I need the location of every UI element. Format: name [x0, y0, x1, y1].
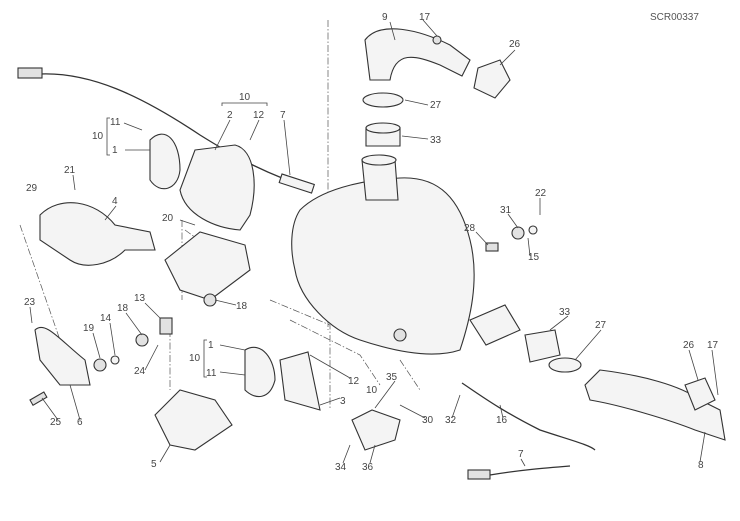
callout: 12: [253, 110, 265, 121]
mount-plate: [159, 317, 173, 335]
callout: 32: [445, 415, 457, 426]
callout: 1: [208, 340, 214, 351]
callout: 6: [77, 417, 83, 428]
cable-16: [461, 382, 596, 451]
callout: 9: [382, 12, 388, 23]
clamp: [362, 92, 404, 108]
callout: 10: [366, 385, 378, 396]
callout: 18: [117, 303, 129, 314]
callout: 26: [509, 39, 521, 50]
heat-shield-4: [39, 202, 156, 266]
clip: [485, 242, 499, 252]
callout: 28: [464, 223, 476, 234]
callout: 23: [24, 297, 36, 308]
inlet-opening: [361, 154, 397, 166]
grommet: [511, 226, 525, 240]
exhaust-pipe-upper: [364, 28, 471, 81]
callout: 11: [206, 368, 217, 379]
bracket-10-top: [221, 102, 268, 106]
heat-shield-6: [34, 326, 91, 386]
callout: 2: [227, 110, 233, 121]
sensor-connector: [17, 67, 43, 79]
callout: 31: [500, 205, 512, 216]
callout: 1: [112, 145, 118, 156]
silencer-body: [291, 177, 475, 355]
heat-shield-3: [279, 351, 321, 411]
oxygen-sensor: [278, 173, 316, 194]
callout: 22: [535, 188, 547, 199]
bracket: [164, 231, 251, 301]
heat-shield-5: [154, 389, 233, 451]
callout: 33: [430, 135, 442, 146]
callout: 21: [64, 165, 76, 176]
callout: 5: [151, 459, 157, 470]
drawing-code: SCR00337: [650, 12, 699, 23]
silencer-outlet: [469, 304, 521, 346]
callout: 3: [340, 396, 346, 407]
callout: 7: [518, 449, 524, 460]
screw: [29, 391, 48, 406]
sensor-connector: [467, 469, 491, 480]
callout: 10: [239, 92, 251, 103]
bracket-10-left: [106, 117, 110, 156]
spacer: [110, 355, 120, 365]
callout: 15: [528, 252, 540, 263]
callout: 18: [236, 301, 248, 312]
callout: 34: [335, 462, 347, 473]
oxygen-sensor-cable: [39, 73, 283, 179]
callout: 24: [134, 366, 146, 377]
grommet: [203, 293, 217, 307]
oxygen-sensor-cable-lower: [489, 465, 571, 476]
valve-actuator: [393, 328, 407, 342]
callout: 11: [110, 117, 121, 128]
bracket-10-lower: [203, 339, 207, 378]
callout: 8: [698, 460, 704, 471]
callout: 25: [50, 417, 62, 428]
callout: 30: [422, 415, 434, 426]
callout: 19: [83, 323, 95, 334]
callout: 16: [496, 415, 508, 426]
callout: 12: [348, 376, 360, 387]
callouts: 9 17 26 27 33 10 2 12 7 11 10 1 21 29 4 …: [24, 12, 719, 473]
callout: 26: [683, 340, 695, 351]
leader-lines: [29, 19, 719, 467]
callout: 29: [26, 183, 38, 194]
clamp-lower: [548, 357, 582, 373]
callout: 27: [595, 320, 607, 331]
nut: [432, 35, 442, 45]
silencer-inlet: [361, 159, 399, 201]
exhaust-pipe-lower: [584, 369, 726, 441]
callout: 14: [100, 313, 112, 324]
heat-shield-2: [179, 144, 255, 231]
heat-shield-1-lower: [244, 347, 276, 398]
callout: 10: [92, 131, 104, 142]
grommet: [93, 358, 107, 372]
heat-shield-36: [351, 409, 401, 451]
callout: 13: [134, 293, 146, 304]
callout: 10: [189, 353, 201, 364]
callout: 27: [430, 100, 442, 111]
callout: 36: [362, 462, 374, 473]
callout: 4: [112, 196, 118, 207]
sleeve-top: [365, 122, 401, 134]
callout: 17: [707, 340, 719, 351]
grommet: [135, 333, 149, 347]
callout: 17: [419, 12, 431, 23]
callout: 33: [559, 307, 571, 318]
callout: 7: [280, 110, 286, 121]
heat-shield-1: [149, 133, 181, 190]
sleeve-lower: [524, 329, 561, 363]
spacer: [528, 225, 538, 235]
gasket: [473, 59, 511, 99]
callout: 35: [386, 372, 398, 383]
callout: 20: [162, 213, 174, 224]
gasket-lower: [684, 377, 716, 411]
